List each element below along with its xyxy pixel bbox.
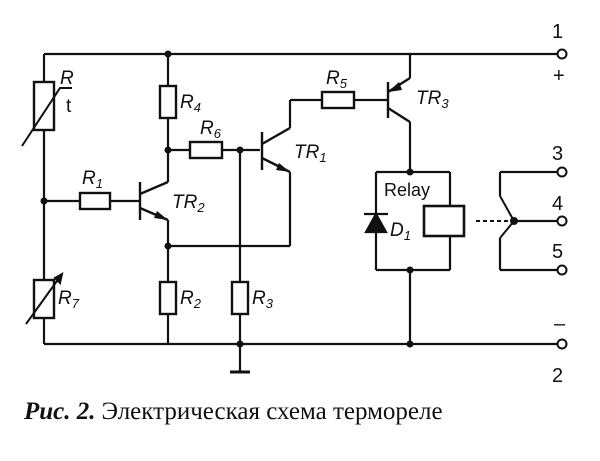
figure-title: Электрическая схема термореле: [101, 398, 443, 425]
r4-body: [158, 84, 178, 120]
r3-body: [230, 280, 250, 316]
r5-label: R5: [326, 68, 348, 91]
terminal-3: [556, 166, 568, 178]
relay-label: Relay: [384, 180, 430, 200]
terminal-3-label: 3: [552, 143, 563, 165]
d1-label: D1: [390, 220, 411, 243]
terminals: [556, 48, 568, 350]
thermostat-circuit-schematic: R t R4 R6 R5 R1 R2 R3 R7 TR2 TR1 TR3 D1 …: [21, 21, 568, 387]
terminal-4-label: 4: [552, 193, 563, 215]
tr2-label: TR2: [172, 192, 205, 215]
r6-label: R6: [200, 118, 222, 141]
thermistor-sublabel: t: [66, 96, 72, 117]
terminal-1: [556, 48, 568, 60]
relay-coil: [422, 204, 466, 238]
r1-body: [78, 191, 112, 211]
tr3-label: TR3: [416, 88, 449, 111]
r6-body: [188, 140, 224, 160]
contact-pivot: [510, 217, 518, 225]
r2-label: R2: [180, 288, 202, 311]
r4-label: R4: [180, 92, 201, 115]
r7-label: R7: [58, 288, 80, 311]
terminal-5-label: 5: [552, 241, 563, 263]
figure-caption: Рис. 2.Электрическая схема термореле: [24, 398, 584, 426]
figure-number: Рис. 2.: [24, 398, 96, 425]
terminal-1-label: 1: [552, 21, 563, 43]
thermistor-body: [32, 80, 56, 132]
terminal-2: [556, 338, 568, 350]
tr1-label: TR1: [294, 142, 327, 165]
r5-body: [320, 90, 356, 110]
diode-d1: [364, 211, 388, 234]
terminal-4: [556, 215, 568, 227]
adjust-arrows: [21, 87, 72, 325]
plus-label: +: [553, 65, 565, 87]
wires: [42, 52, 558, 374]
terminal-5: [556, 264, 568, 276]
r3-label: R3: [252, 288, 274, 311]
junctions: [40, 50, 414, 348]
r1-label: R1: [82, 168, 103, 191]
terminal-2-label: 2: [552, 365, 563, 387]
r2-body: [158, 280, 178, 316]
emitter-arrows: [154, 82, 402, 220]
resistors: [32, 80, 356, 320]
relay-contact: [476, 195, 515, 239]
thermistor-label: R: [60, 68, 74, 89]
minus-label: –: [554, 313, 566, 335]
